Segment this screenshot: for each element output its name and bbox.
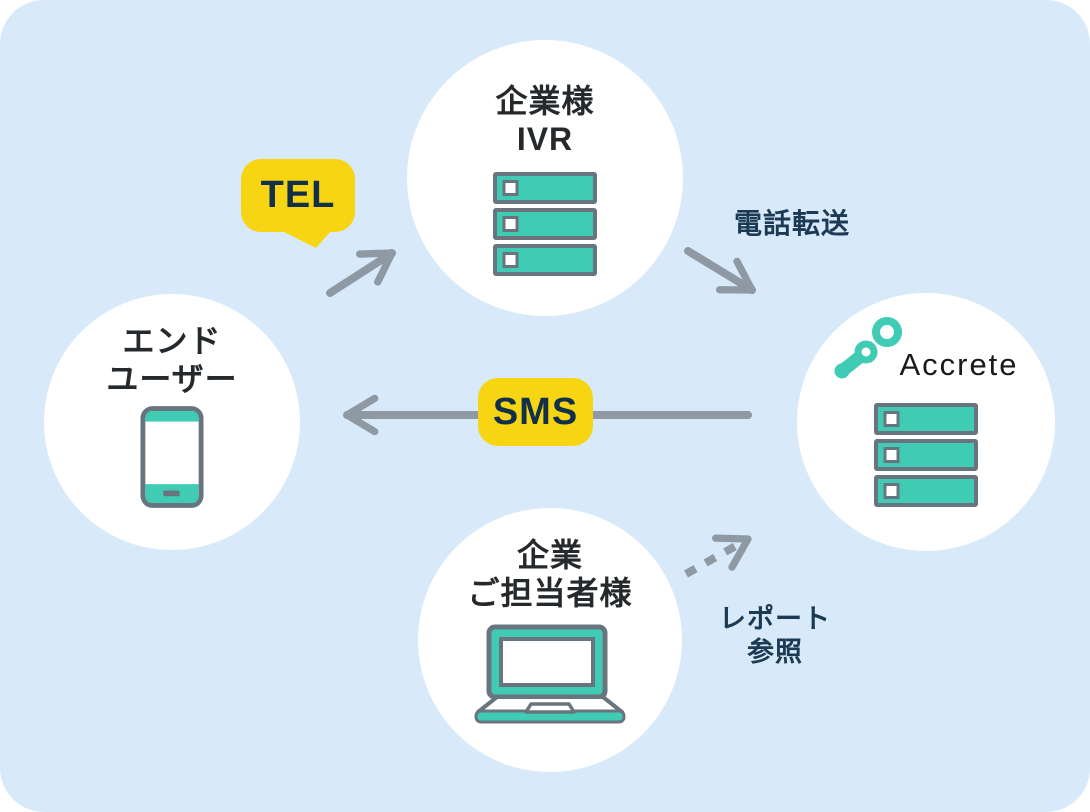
company-staff-label-line1: 企業 bbox=[516, 537, 583, 573]
report-dashed-arrow bbox=[684, 534, 752, 578]
laptop-touchpad bbox=[524, 702, 576, 714]
tel-arrow bbox=[326, 249, 396, 297]
sms-label: SMS bbox=[492, 390, 579, 433]
laptop-icon bbox=[474, 624, 626, 724]
report-label-line2: 参照 bbox=[747, 637, 803, 667]
accrete-brand-text: Accrete bbox=[899, 347, 1019, 382]
report-label-line1: レポート bbox=[719, 604, 831, 634]
node-accrete: Accrete bbox=[797, 293, 1055, 551]
call-forwarding-label: 電話転送 bbox=[733, 208, 850, 239]
company-ivr-label: 企業様 IVR bbox=[495, 82, 594, 158]
accrete-logo-icon bbox=[834, 317, 903, 379]
call-forwarding-arrow bbox=[684, 247, 756, 294]
node-end-user: エンド ユーザー bbox=[44, 294, 300, 550]
node-company-staff: 企業 ご担当者様 bbox=[418, 508, 682, 772]
end-user-label: エンド ユーザー bbox=[106, 322, 237, 398]
server-rack-bar bbox=[874, 475, 978, 507]
server-icon bbox=[874, 403, 978, 507]
tel-label: TEL bbox=[260, 174, 336, 216]
end-user-label-line1: エンド bbox=[122, 323, 222, 359]
company-staff-label: 企業 ご担当者様 bbox=[467, 536, 632, 612]
company-staff-label-line2: ご担当者様 bbox=[467, 575, 633, 611]
server-icon bbox=[493, 172, 597, 276]
phone-home-button bbox=[163, 490, 180, 497]
smartphone-icon bbox=[140, 406, 204, 508]
server-rack-bar bbox=[874, 403, 978, 435]
end-user-label-line2: ユーザー bbox=[106, 361, 238, 397]
company-ivr-label-line2: IVR bbox=[516, 121, 574, 157]
server-rack-bar bbox=[493, 172, 597, 204]
report-reference-label: レポート 参照 bbox=[690, 603, 860, 669]
node-company-ivr: 企業様 IVR bbox=[407, 40, 683, 316]
tel-bubble: TEL bbox=[241, 159, 355, 248]
tel-bubble-tail bbox=[280, 230, 332, 248]
company-ivr-label-line1: 企業様 bbox=[495, 83, 595, 119]
accrete-logo-row: Accrete bbox=[825, 315, 1018, 385]
sms-badge: SMS bbox=[478, 378, 593, 446]
server-rack-bar bbox=[874, 439, 978, 471]
server-rack-bar bbox=[493, 208, 597, 240]
server-rack-bar bbox=[493, 244, 597, 276]
